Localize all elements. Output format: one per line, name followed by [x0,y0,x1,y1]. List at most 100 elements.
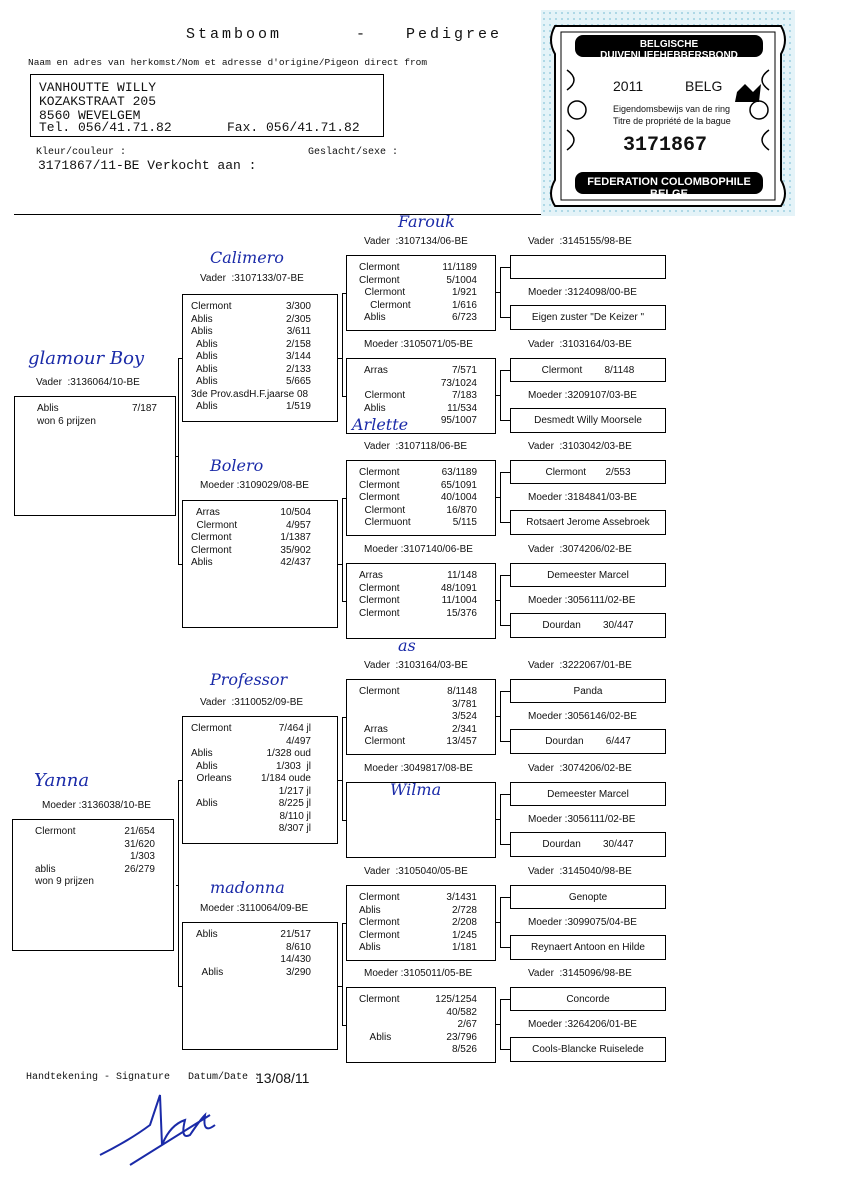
race-location: Clermont [359,582,400,594]
race-result: 7/571 [451,365,477,376]
race-result: 26/279 [124,863,155,875]
result-row: won 9 prijzen [35,876,155,889]
race-location: Clermont [191,544,232,556]
race-location [191,823,279,836]
race-result: 1/217 jl [278,785,311,797]
race-result: 1/616 [451,299,477,311]
gen3-ring-label: Moeder :3107140/06-BE [364,544,473,555]
race-location: Ablis [359,312,386,323]
race-result: 1/245 [451,929,477,941]
connector-line [496,922,500,923]
race-result: 7/183 [451,390,477,401]
connector-line [500,794,510,795]
gen2-handwritten-name: Bolero [210,456,264,475]
connector-line [178,358,179,564]
connector-line [500,897,510,898]
connector-line [342,498,343,601]
connector-line [176,885,178,886]
race-location: Clermont [191,519,238,531]
connector-line [496,292,500,293]
gen4-dam-box: Eigen zuster "De Keizer " [510,305,666,330]
race-result: 40/1004 [440,492,477,503]
race-location: Clermont [359,686,400,697]
result-row: 8/526 [359,1044,477,1057]
connector-line [496,395,500,396]
race-result: 31/620 [124,838,155,850]
gen4-sire-label: Vader :3103042/03-BE [528,441,632,452]
race-location: Ablis [191,338,218,350]
gen4-sire-label: Vader :3145040/98-BE [528,866,632,877]
gen4-dam-box: Dourdan 30/447 [510,832,666,857]
title-pedigree: Pedigree [406,26,503,43]
result-row: 14/430 [191,954,311,967]
gen3-ring-label: Moeder :3105071/05-BE [364,339,473,350]
gen3-ring-label: Vader :3105040/05-BE [364,866,468,877]
race-location [35,851,130,864]
race-result: 1/303 [129,851,155,862]
result-row: Clermont 35/902 [191,545,311,558]
race-result: 4/497 [285,735,311,747]
connector-line [342,396,346,397]
race-location: 3de Prov.asdH.F.jaarse 08 [191,388,309,400]
race-result: 2/67 [457,1019,477,1030]
stamp-year: 2011 [613,78,644,94]
race-result: 2/305 [285,313,311,325]
race-result: 3/524 [451,711,477,722]
gen4-sire-box: Demeester Marcel [510,782,666,806]
race-result: 125/1254 [435,994,477,1005]
result-row: 95/1007 [359,415,477,428]
gen4-dam-label: Moeder :3124098/00-BE [528,287,637,298]
result-row: 3/781 [359,699,477,712]
connector-line [500,625,510,626]
race-location: Ablis [191,313,213,325]
race-result: 3/144 [285,351,311,362]
connector-line [500,691,510,692]
connector-line [342,923,346,924]
gen4-dam-label: Moeder :3264206/01-BE [528,1019,637,1030]
race-location [359,1007,446,1020]
connector-line [342,293,346,294]
race-location: Clermont [359,262,400,273]
gen4-sire-box: Genopte [510,885,666,909]
connector-line [500,897,501,947]
stamp-line2: Titre de propriété de la bague [613,116,731,126]
connector-line [496,716,500,717]
race-location: Ablis [359,1031,392,1043]
race-result: 73/1024 [440,377,477,389]
connector-line [338,358,342,359]
race-location [191,786,279,799]
race-result: 1/519 [285,401,311,412]
owner-fax: Fax. 056/41.71.82 [227,120,360,135]
race-location: Clermont [359,287,406,298]
connector-line [176,456,178,457]
race-result: 35/902 [280,544,311,556]
race-location: Clermont [359,994,400,1005]
gen4-dam-label: Moeder :3056111/02-BE [528,595,636,606]
owner-street: KOZAKSTRAAT 205 [39,94,157,109]
connector-line [500,317,510,318]
gen4-dam-label: Moeder :3056111/02-BE [528,814,636,825]
connector-line [500,999,501,1049]
race-location: Clermont [359,736,406,747]
race-location [359,699,452,712]
